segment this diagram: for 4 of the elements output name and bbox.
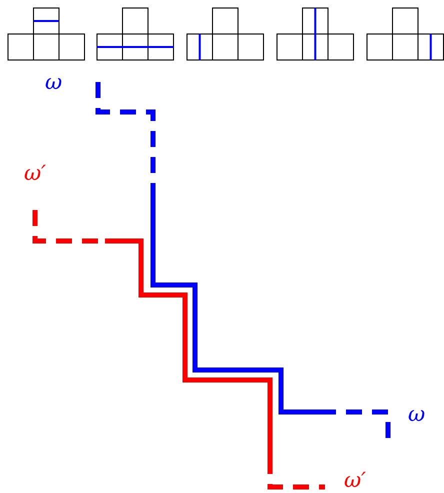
path-label: ω [408, 404, 426, 425]
path-label: ω′ [24, 163, 46, 184]
path-label: ω [45, 72, 62, 93]
path-label: ω′ [344, 470, 366, 491]
